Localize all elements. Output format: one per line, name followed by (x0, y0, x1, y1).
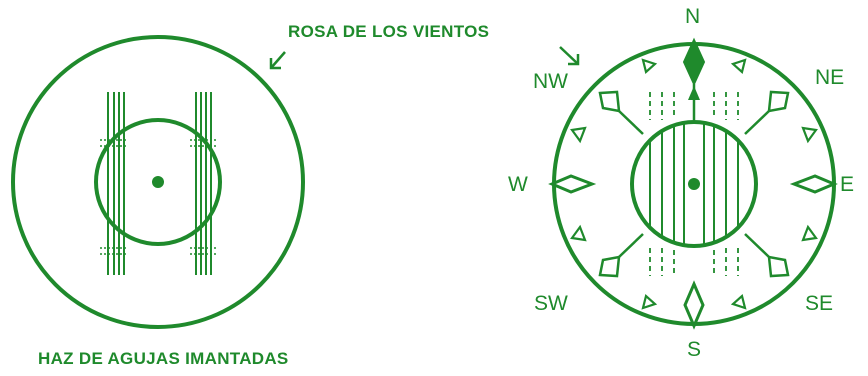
left-inner-circle (94, 118, 222, 246)
compass-pointer-arrow (559, 46, 580, 66)
needle-bundle-figure (11, 35, 305, 329)
south-diamond (683, 280, 705, 330)
compass-center-dot (688, 178, 700, 190)
southwest-diamond (598, 233, 644, 278)
northwest-diamond (598, 90, 644, 135)
rosa-pointer-arrow (269, 51, 286, 70)
direction-w: W (508, 173, 528, 196)
northeast-diamond (744, 90, 790, 135)
direction-s: S (687, 338, 702, 361)
direction-e: E (840, 173, 855, 196)
left-needle-group (107, 92, 125, 275)
triangle-markers (570, 58, 818, 310)
inner-needle-lines (649, 123, 739, 245)
southeast-diamond (744, 233, 790, 278)
direction-nw: NW (533, 70, 568, 93)
needle-dotted-marks (100, 139, 218, 255)
east-diamond (789, 174, 838, 194)
direction-ne: NE (815, 66, 845, 89)
dashed-needle-extensions (649, 92, 739, 276)
compass-inner-circle (630, 120, 758, 248)
right-needle-group (195, 92, 212, 275)
direction-sw: SW (534, 292, 568, 315)
direction-n: N (685, 5, 701, 28)
rosa-label: ROSA DE LOS VIENTOS (288, 22, 490, 41)
north-arrow (682, 37, 706, 120)
west-diamond (548, 174, 597, 194)
left-center-dot (152, 176, 164, 188)
direction-se: SE (805, 292, 834, 315)
haz-label: HAZ DE AGUJAS IMANTADAS (38, 349, 289, 368)
compass-rose-figure (548, 37, 838, 330)
left-outer-circle (11, 35, 305, 329)
